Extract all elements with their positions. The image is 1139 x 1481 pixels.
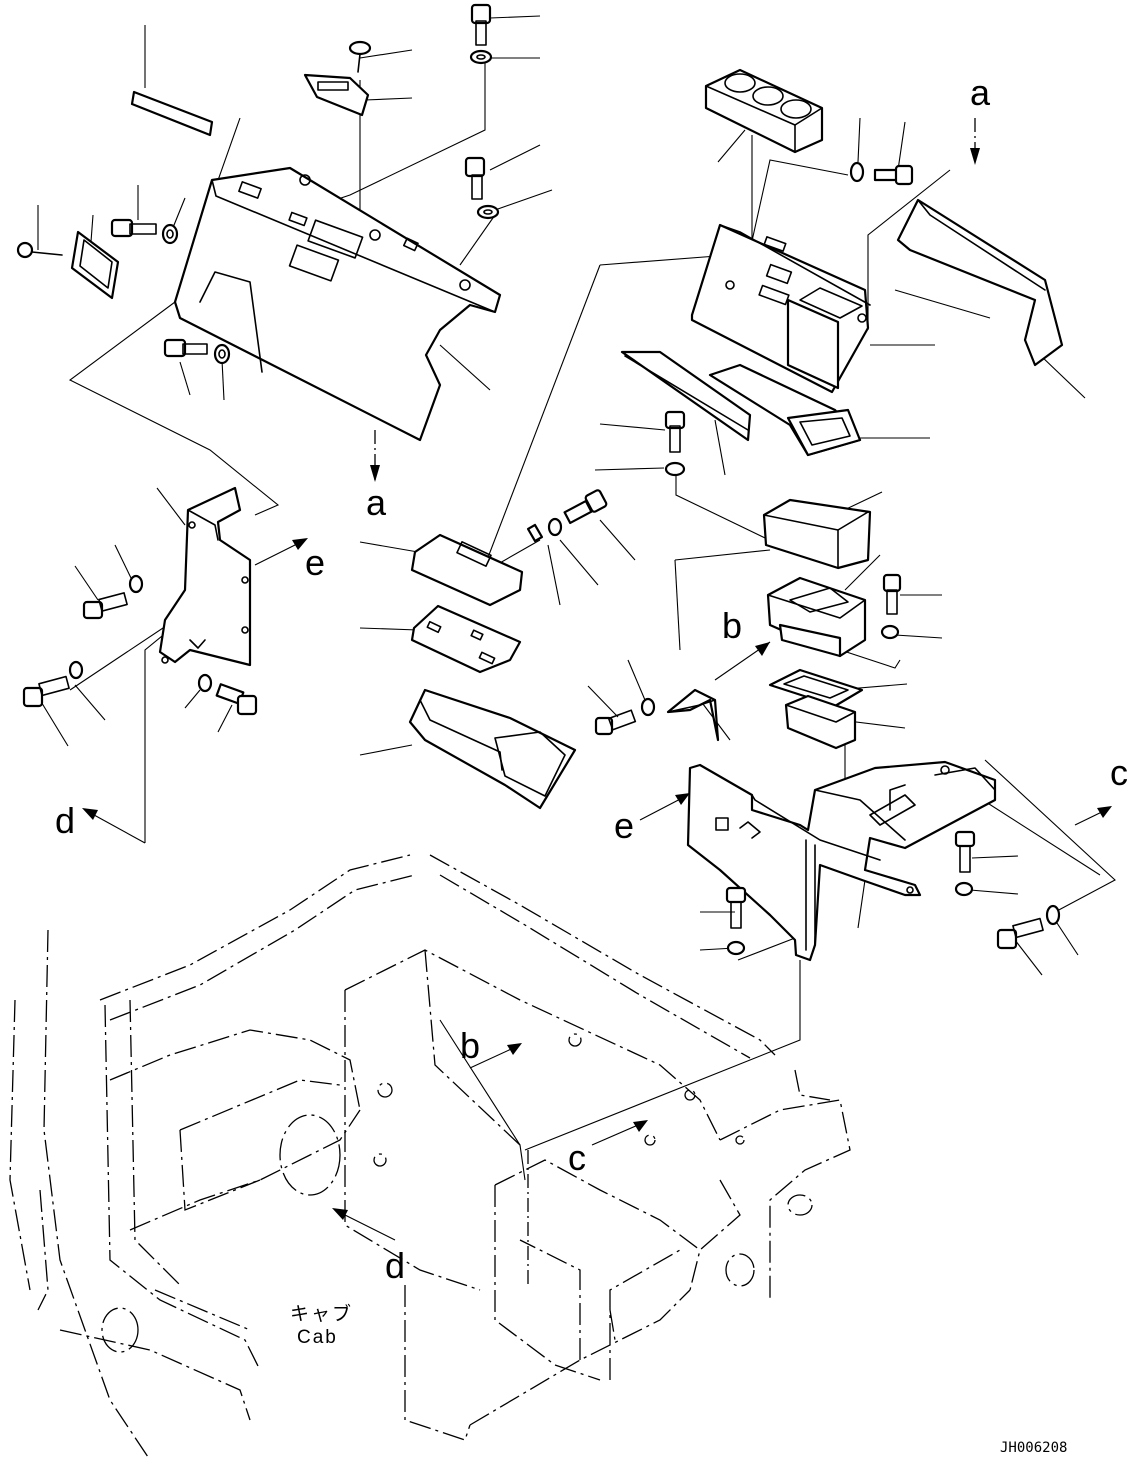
- washer-icon: [469, 49, 493, 65]
- bolt-icon: [664, 410, 686, 453]
- screw-icon: [348, 40, 372, 73]
- reference-arrow-c: [591, 1120, 648, 1146]
- cab-label-english: Cab: [297, 1327, 338, 1348]
- reference-arrow-a-down: [370, 430, 380, 482]
- mat-strip: [620, 350, 752, 442]
- washer-icon: [128, 574, 144, 594]
- cup-holder-block: [704, 68, 824, 154]
- label-a-top: a: [970, 72, 991, 113]
- duct-tray: [784, 694, 857, 750]
- bolt-icon: [464, 156, 486, 200]
- bolt-icon: [470, 3, 492, 46]
- label-a-mid: a: [366, 482, 387, 523]
- storage-tray: [762, 498, 872, 570]
- screw-icon: [526, 523, 544, 543]
- bolt-icon: [882, 573, 902, 615]
- bolt-icon: [163, 338, 208, 358]
- washer-icon: [1045, 904, 1061, 926]
- cab-label-japanese: キャブ: [290, 1302, 353, 1325]
- bolt-icon: [563, 489, 608, 525]
- console-top-panel: [408, 688, 577, 810]
- reference-arrow-e: [639, 793, 690, 821]
- reference-arrow-b: [714, 641, 771, 681]
- washer-icon: [213, 343, 231, 365]
- drawing-code: JH006208: [1000, 1440, 1067, 1456]
- label-d-lower: d: [385, 1245, 405, 1286]
- reference-arrow-d: [82, 808, 146, 844]
- washer-icon: [664, 461, 686, 477]
- label-strip: [130, 90, 214, 137]
- washer-icon: [880, 624, 900, 640]
- washer-icon: [726, 940, 746, 956]
- switch-panel-cover: [410, 533, 524, 607]
- cab-frame-outline: [9, 854, 851, 1461]
- side-cover-panel-left: [173, 166, 502, 442]
- grommet-left: [70, 230, 120, 300]
- bolt-icon: [996, 917, 1044, 950]
- label-b-lower: b: [460, 1025, 480, 1066]
- tray-plate: [708, 363, 862, 457]
- bolt-icon: [215, 683, 258, 716]
- bolt-icon: [82, 592, 128, 620]
- reference-arrow-a-down: [970, 118, 980, 165]
- small-bracket: [666, 688, 720, 742]
- label-c-upper: c: [1110, 752, 1128, 793]
- bolt-icon: [110, 218, 157, 238]
- console-box: [690, 223, 871, 394]
- label-d-upper: d: [55, 800, 75, 841]
- small-cover-plate: [303, 73, 370, 117]
- bolt-icon: [873, 164, 914, 186]
- tray-holder: [766, 576, 867, 658]
- washer-icon: [849, 161, 865, 183]
- bolt-icon: [725, 886, 747, 929]
- bolt-icon: [22, 675, 70, 708]
- washer-icon: [476, 204, 500, 220]
- label-e-left: e: [305, 542, 325, 583]
- bolt-icon: [954, 830, 976, 873]
- washer-icon: [954, 881, 974, 897]
- washer-icon: [547, 517, 563, 537]
- console-side-cover: [896, 198, 1064, 367]
- right-support-bracket: [686, 760, 997, 962]
- left-side-bracket: [158, 486, 252, 667]
- label-c-lower: c: [568, 1137, 586, 1178]
- leader-lines: [37, 15, 1116, 1151]
- bolt-icon: [594, 709, 637, 736]
- reference-arrow-c: [1074, 806, 1112, 826]
- washer-icon: [197, 673, 213, 693]
- reference-arrow-d: [332, 1208, 396, 1241]
- switch-panel-plate: [410, 604, 522, 674]
- label-e-right: e: [614, 805, 634, 846]
- reference-arrow-e: [254, 538, 308, 566]
- washer-icon: [640, 697, 656, 717]
- washer-icon: [161, 223, 179, 245]
- leader-line-b: [439, 1019, 526, 1181]
- label-b-upper: b: [722, 605, 742, 646]
- washer-icon: [68, 660, 84, 680]
- reference-arrow-b: [469, 1043, 522, 1069]
- screw-icon: [16, 241, 63, 259]
